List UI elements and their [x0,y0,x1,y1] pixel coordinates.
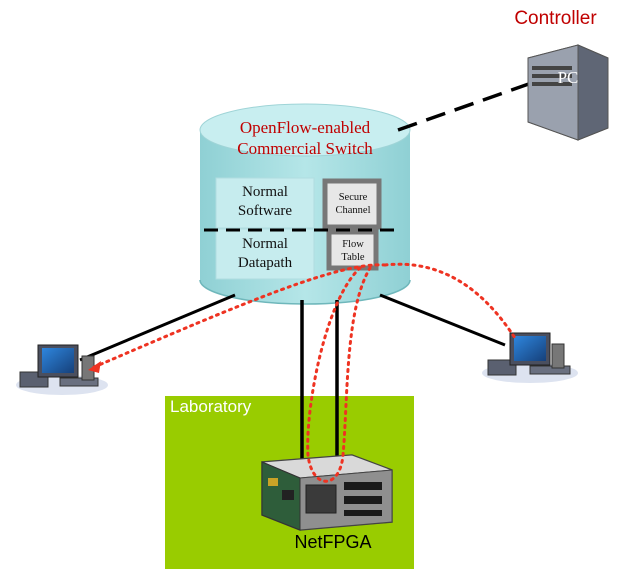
computer-icon [482,332,578,383]
server-icon [527,44,609,141]
normal-software-box [215,177,315,229]
flow-table-line2: Table [341,252,365,263]
flow-path-to-left-computer [90,263,387,370]
secure-channel-label: Secure Channel [330,191,376,217]
pc-label: PC [557,68,579,87]
netfpga-board-icon [261,454,393,531]
flow-table-label: Flow Table [333,238,373,264]
secure-channel-line2: Channel [335,205,371,216]
secure-channel-box [322,178,382,230]
flow-table-line1: Flow [342,239,364,250]
secure-channel-line1: Secure [338,192,368,203]
link-left-computer [79,293,236,362]
normal-datapath-box [215,228,315,280]
flow-arrow-head [88,361,101,373]
normal-datapath-line1: Normal [242,236,288,252]
switch-title-line1: OpenFlow-enabled [239,118,371,137]
flow-path-loop-netfpga [306,266,372,483]
flow-path-to-right-computer [383,262,517,340]
laboratory-label: Laboratory [170,397,252,416]
normal-software-label: Normal Software [218,183,312,221]
switch-title-line2: Commercial Switch [237,139,373,158]
flow-table-box [326,229,379,271]
link-right-computer [379,293,506,347]
computer-icon [16,344,108,395]
normal-datapath-label: Normal Datapath [218,235,312,273]
controller-label: Controller [514,8,597,29]
normal-software-line2: Software [237,203,293,219]
normal-software-line1: Normal [242,184,288,200]
netfpga-label: NetFPGA [294,532,372,552]
controller-link-dashed [397,78,541,132]
normal-datapath-line2: Datapath [237,255,293,271]
switch-title: OpenFlow-enabled Commercial Switch [200,117,410,159]
